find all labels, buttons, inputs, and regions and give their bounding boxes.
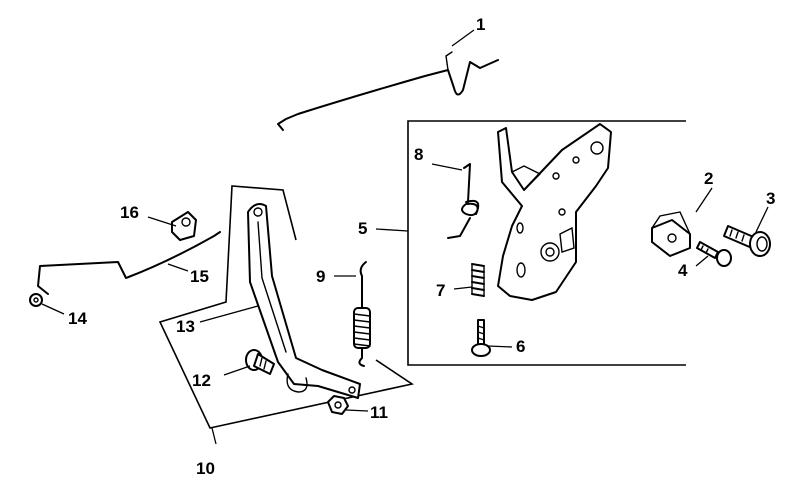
callout-11: 11: [370, 403, 388, 422]
part-control-lever: [247, 203, 361, 399]
callout-7: 7: [436, 281, 445, 300]
callout-9: 9: [316, 267, 325, 286]
assembly-box-5: [407, 120, 686, 366]
callout-5: 5: [358, 219, 367, 238]
part-cable-clamp: [171, 211, 197, 241]
callout-16: 16: [120, 203, 139, 222]
callout-labels: 1 2 3 4 5 6 7 8 9 10 11 12 13 14 15 16: [68, 15, 775, 478]
callout-14: 14: [68, 309, 87, 328]
callout-3: 3: [766, 189, 775, 208]
leader-lines: [41, 29, 769, 445]
part-small-bolt: [696, 241, 732, 267]
callout-13: 13: [176, 317, 195, 336]
part-tension-spring: [353, 261, 371, 367]
callout-6: 6: [516, 337, 525, 356]
part-clip-nut: [651, 211, 691, 257]
part-compression-spring: [471, 263, 485, 297]
callout-8: 8: [414, 145, 423, 164]
assembly-box-10: [158, 185, 415, 429]
part-governor-rod: [277, 51, 499, 131]
callout-4: 4: [678, 261, 688, 280]
part-choke-rod: [37, 231, 221, 295]
part-screw: [471, 319, 491, 357]
callout-2: 2: [704, 169, 713, 188]
part-retainer: [29, 293, 43, 307]
part-shoulder-bolt: [245, 349, 275, 375]
part-torsion-spring: [447, 163, 480, 239]
part-control-plate: [497, 123, 612, 301]
callout-15: 15: [190, 267, 209, 286]
part-flange-bolt: [723, 225, 771, 257]
callout-1: 1: [476, 15, 485, 34]
callout-12: 12: [192, 371, 211, 390]
part-nut: [327, 395, 349, 415]
callout-10: 10: [196, 459, 215, 478]
